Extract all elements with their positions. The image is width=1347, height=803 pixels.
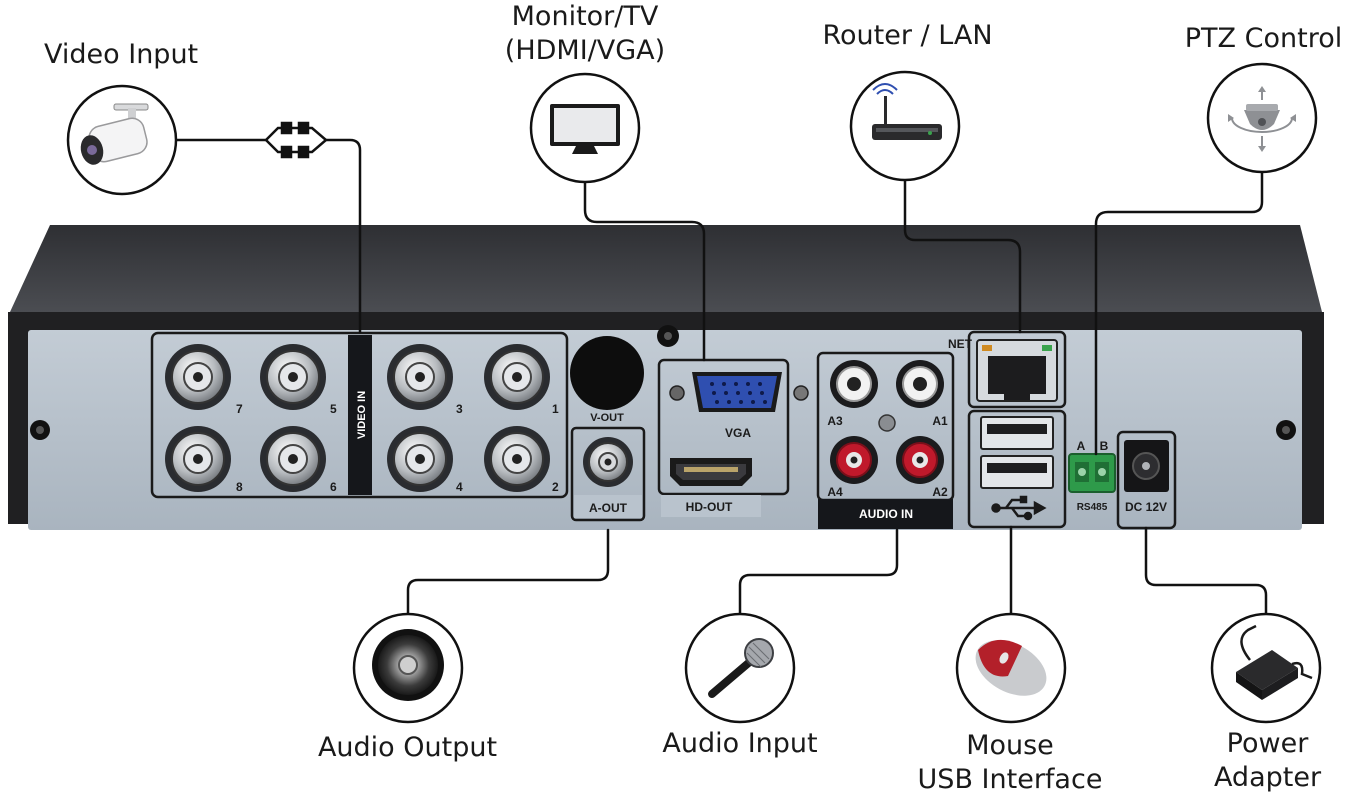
monitor-label: Monitor/TV (HDMI/VGA) [480,0,690,68]
vga-screw-left-icon [669,385,685,401]
router-cable [903,178,1022,334]
bnc-connector-6[interactable] [260,426,326,492]
video-input-label: Video Input [44,39,199,70]
mouse-label-line1: Mouse [966,730,1054,761]
rca-input-a1[interactable] [896,360,944,408]
bnc-number-7: 7 [236,402,243,416]
power-label: Power Adapter [1200,727,1335,795]
audio-number-a2: A2 [932,485,948,499]
bnc-number-5: 5 [330,402,337,416]
ptz-device [1206,62,1318,174]
net-usb-block: NET [948,330,1067,529]
bnc-connector-1[interactable] [484,344,550,410]
monitor-label-line1: Monitor/TV [511,1,659,32]
a-out-label: A-OUT [589,501,628,515]
power-label-line2: Adapter [1213,762,1322,793]
monitor-label-line2: (HDMI/VGA) [504,35,666,66]
rs485-block: A B RS485 [1068,439,1116,513]
router-device [849,70,961,182]
bnc-number-1: 1 [552,402,559,416]
router-icon [872,83,942,140]
speaker-device [352,612,464,724]
monitor-cable [583,180,706,362]
dc-power-jack[interactable] [1124,440,1169,492]
a-out-block: A-OUT [570,426,646,522]
hdmi-port[interactable] [670,458,752,486]
bnc-connector-8[interactable] [165,426,231,492]
video-out-block: VGA HD-OUT [657,358,809,517]
a-out-port[interactable] [583,437,633,487]
audio-number-a1: A1 [932,414,948,428]
monitor-device [529,72,641,184]
vga-port[interactable] [692,372,782,412]
ptz-cable [1094,170,1264,456]
bnc-number-8: 8 [236,480,243,494]
audio-output-cable [406,528,610,616]
audio-output-label: Audio Output [317,732,498,763]
audio-input-label: Audio Input [662,728,818,759]
bnc-number-6: 6 [330,480,337,494]
vga-label: VGA [725,426,751,440]
rca-input-a3[interactable] [830,360,878,408]
usb-port-bottom[interactable] [980,455,1054,489]
microphone-device [684,612,796,724]
v-out-label: V-OUT [590,412,624,424]
mouse-device [955,612,1067,724]
ethernet-port[interactable] [976,339,1058,402]
rs485-label: RS485 [1077,502,1108,513]
audio-input-cable [738,528,899,616]
usb-symbol-icon [991,495,1047,521]
mouse-label-line2: USB Interface [917,764,1103,795]
vga-screw-right-icon [793,385,809,401]
audio-number-a3: A3 [827,414,843,428]
power-adapter-icon [1236,624,1313,700]
rca-input-a4[interactable] [830,436,878,484]
audio-in-label: AUDIO IN [859,507,913,521]
router-label: Router / LAN [822,20,993,51]
audio-number-a4: A4 [827,485,843,499]
rca-input-a2[interactable] [896,436,944,484]
hd-out-label: HD-OUT [686,500,733,514]
bnc-connector-7[interactable] [165,344,231,410]
v-out-port[interactable]: V-OUT [570,336,644,424]
ptz-label: PTZ Control [1184,23,1343,54]
mouse-label: Mouse USB Interface [910,729,1110,797]
video-in-label: VIDEO IN [356,391,368,439]
monitor-icon [550,104,620,154]
bnc-number-3: 3 [456,402,463,416]
dc-block: DC 12V [1116,430,1177,530]
bnc-number-4: 4 [456,480,463,494]
bnc-connector-4[interactable] [387,426,453,492]
rs485-a-label: A [1077,439,1086,453]
bnc-cable-joint-icon [264,121,328,159]
audio-screw-icon [878,414,896,432]
microphone-icon [708,638,774,698]
speaker-icon [372,629,444,701]
video-in-strip [348,335,372,495]
audio-in-strip [818,499,953,529]
dc-label: DC 12V [1125,500,1167,514]
camera-icon [80,103,149,165]
usb-port-top[interactable] [980,416,1054,450]
video-in-block: VIDEO IN [150,331,569,499]
power-device [1210,612,1322,724]
cables [174,138,1268,616]
video-cable [174,138,362,334]
bnc-connector-2[interactable] [484,426,550,492]
power-cable [1144,526,1268,616]
camera-device [66,84,178,196]
ptz-icon [1228,86,1296,152]
dvr-top-cover [10,225,1322,312]
mouse-icon [975,639,1047,696]
bnc-number-2: 2 [552,480,559,494]
bnc-connector-3[interactable] [387,344,453,410]
net-label: NET [948,337,973,351]
rs485-terminal[interactable] [1068,453,1116,493]
audio-in-block: AUDIO IN A3 A1 A4 A2 [816,351,955,529]
rs485-b-label: B [1100,439,1109,453]
power-label-line1: Power [1226,728,1309,759]
bnc-connector-5[interactable] [260,344,326,410]
